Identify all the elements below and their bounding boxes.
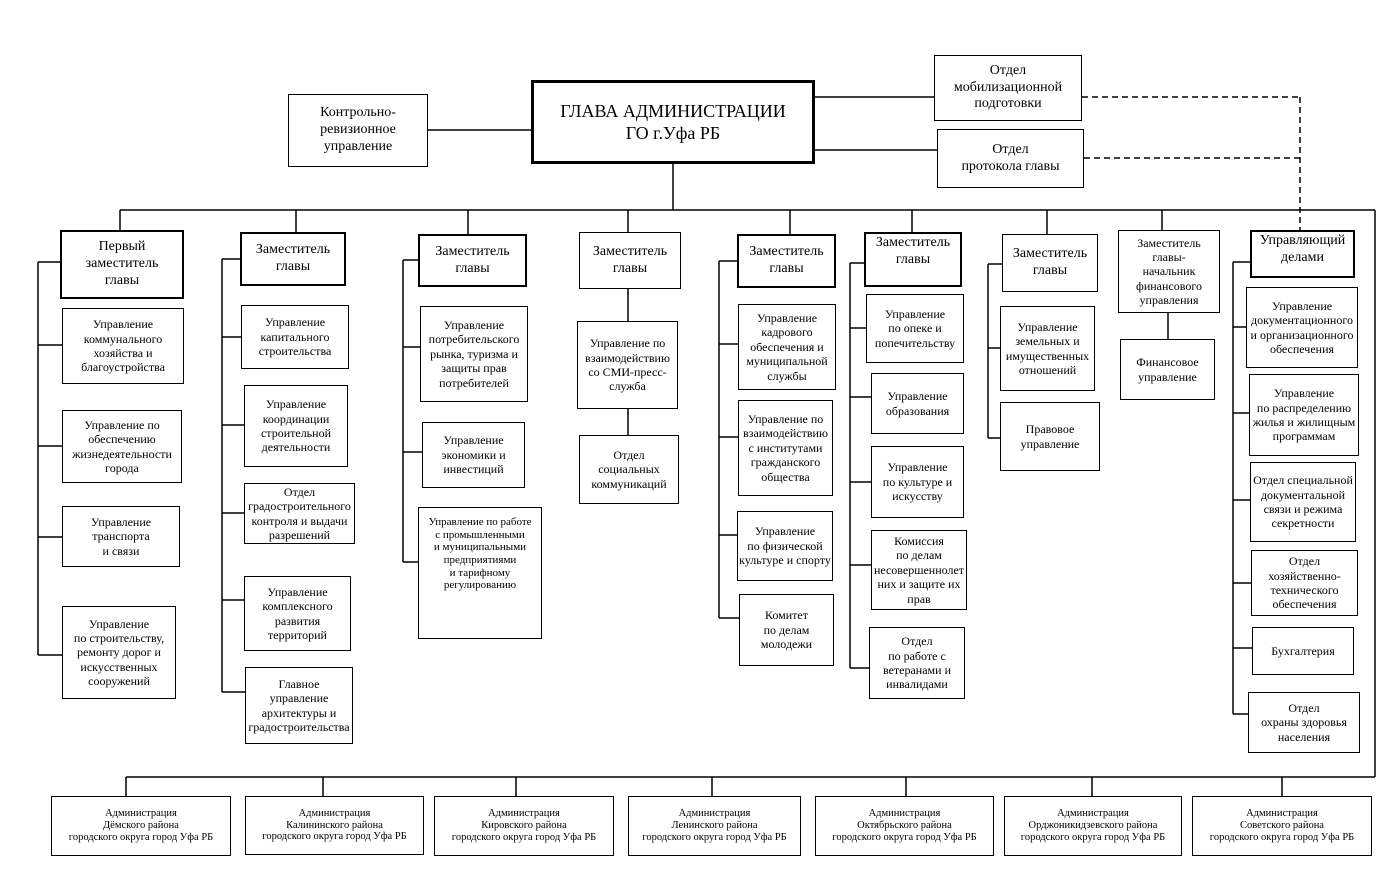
unit-box: Главное управление архитектуры и градост…: [245, 667, 353, 744]
unit-box: Управление экономики и инвестиций: [422, 422, 525, 488]
unit-box: Управление по строительству, ремонту дор…: [62, 606, 176, 699]
district-administration-box: Администрация Калининского района городс…: [245, 796, 424, 855]
district-administration-box: Администрация Советского района городско…: [1192, 796, 1372, 856]
unit-box: Управление по физической культуре и спор…: [737, 511, 833, 581]
unit-box: Управление по культуре и искусству: [871, 446, 964, 518]
unit-box: Отдел градостроительного контроля и выда…: [244, 483, 355, 544]
unit-box: Управление по взаимодействию со СМИ-прес…: [577, 321, 678, 409]
deputy-head-box: Заместитель главы: [579, 232, 681, 289]
protocol-department-box: Отдел протокола главы: [937, 129, 1084, 188]
deputy-head-box: Заместитель главы: [737, 234, 836, 288]
unit-box: Управление капитального строительства: [241, 305, 349, 369]
unit-box: Комитет по делам молодежи: [739, 594, 834, 666]
deputy-head-box: Заместитель главы: [240, 232, 346, 286]
district-administration-box: Администрация Дёмского района городского…: [51, 796, 231, 856]
head-of-affairs-box: Управляющий делами: [1250, 230, 1355, 278]
unit-box: Правовое управление: [1000, 402, 1100, 471]
district-administration-box: Администрация Кировского района городско…: [434, 796, 614, 856]
unit-box: Управление по распределению жилья и жили…: [1249, 374, 1359, 456]
unit-box: Управление координации строительной деят…: [244, 385, 348, 467]
district-administration-box: Администрация Орджоникидзевского района …: [1004, 796, 1182, 856]
unit-box: Комиссия по делам несовершеннолет них и …: [871, 530, 967, 610]
unit-box: Управление по взаимодействию с института…: [738, 400, 833, 496]
unit-box: Управление кадрового обеспечения и муниц…: [738, 304, 836, 390]
unit-box: Управление по обеспечению жизнедеятельно…: [62, 410, 182, 483]
unit-box: Управление по работе с промышленными и м…: [418, 507, 542, 639]
unit-box: Управление образования: [871, 373, 964, 434]
district-administration-box: Администрация Октябрьского района городс…: [815, 796, 994, 856]
deputy-head-finance-box: Заместитель главы- начальник финансового…: [1118, 230, 1220, 313]
unit-box: Управление потребительского рынка, туриз…: [420, 306, 528, 402]
unit-box: Управление комплексного развития террито…: [244, 576, 351, 651]
deputy-head-box: Заместитель главы: [1002, 234, 1098, 292]
unit-box: Бухгалтерия: [1252, 627, 1354, 675]
unit-box: Управление земельных и имущественных отн…: [1000, 306, 1095, 391]
unit-box: Управление по опеке и попечительству: [866, 294, 964, 363]
deputy-head-box: Заместитель главы: [864, 232, 962, 287]
unit-box: Управление документационного и организац…: [1246, 287, 1358, 368]
head-of-administration-box: ГЛАВА АДМИНИСТРАЦИИ ГО г.Уфа РБ: [531, 80, 815, 164]
unit-box: Управление коммунального хозяйства и бла…: [62, 308, 184, 384]
unit-box: Отдел хозяйственно- технического обеспеч…: [1251, 550, 1358, 616]
unit-box: Отдел специальной документальной связи и…: [1250, 462, 1356, 542]
unit-box: Отдел охраны здоровья населения: [1248, 692, 1360, 753]
unit-box: Управление транспорта и связи: [62, 506, 180, 567]
unit-box: Отдел социальных коммуникаций: [579, 435, 679, 504]
district-administration-box: Администрация Ленинского района городско…: [628, 796, 801, 856]
first-deputy-head-box: Первый заместитель главы: [60, 230, 184, 299]
unit-box: Финансовое управление: [1120, 339, 1215, 400]
control-audit-department-box: Контрольно- ревизионное управление: [288, 94, 428, 167]
unit-box: Отдел по работе с ветеранами и инвалидам…: [869, 627, 965, 699]
mobilization-department-box: Отдел мобилизационной подготовки: [934, 55, 1082, 121]
deputy-head-box: Заместитель главы: [418, 234, 527, 287]
